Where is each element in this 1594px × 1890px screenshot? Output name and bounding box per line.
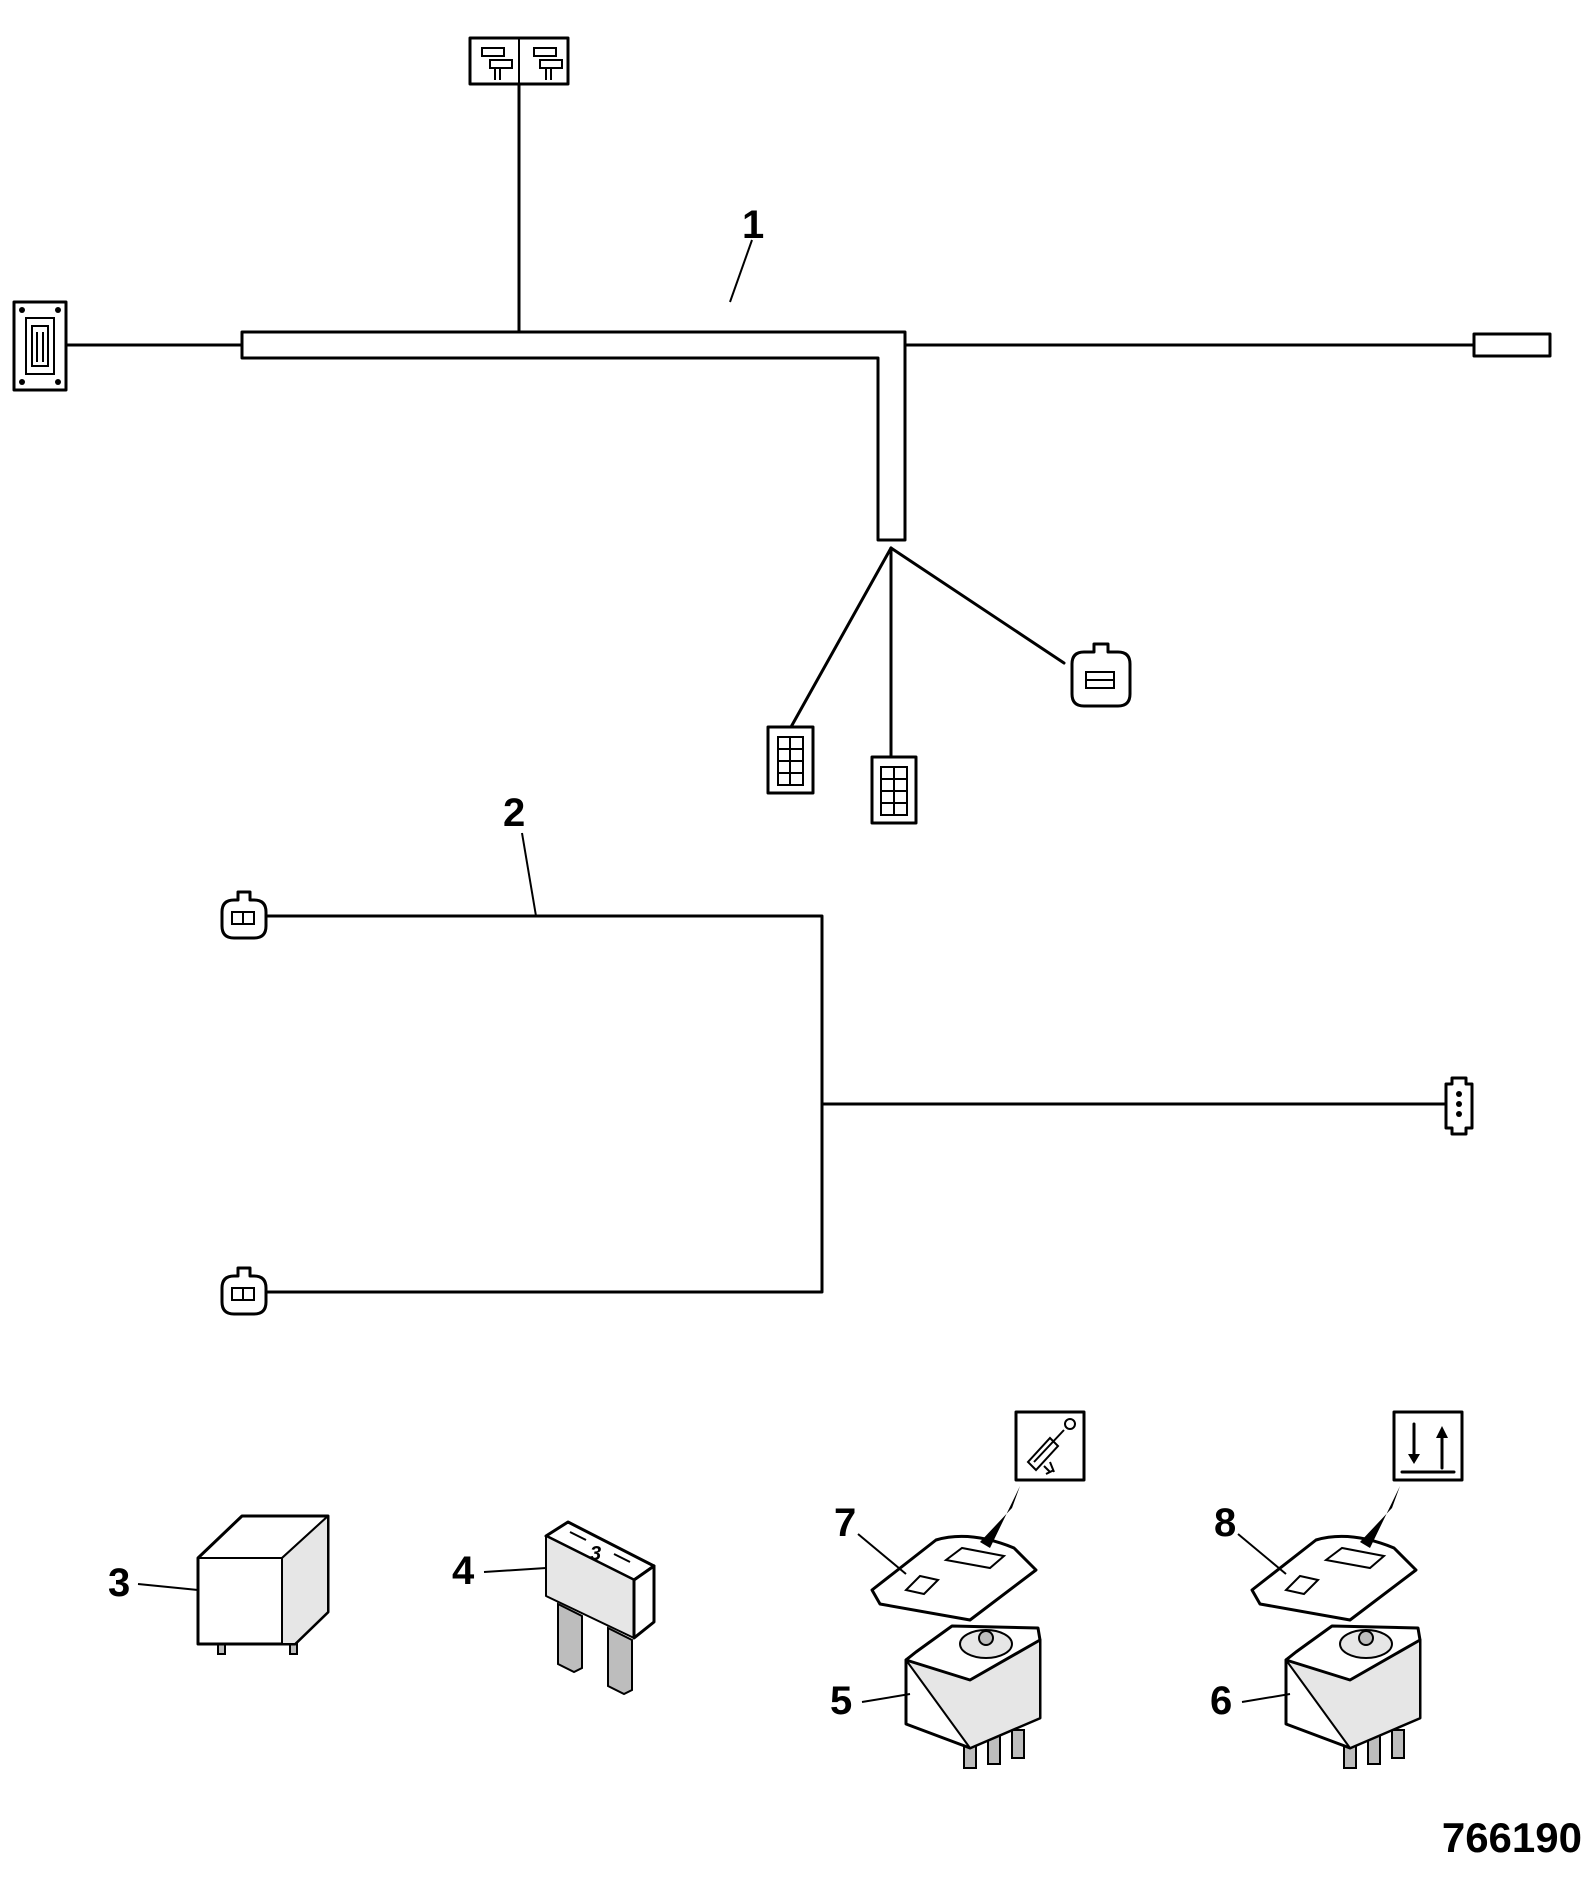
- callout-7-leader: [857, 1533, 907, 1575]
- harness-1-right-terminal: [1472, 332, 1552, 358]
- callout-1-leader: [729, 239, 753, 303]
- relay: 3: [108, 1514, 330, 1655]
- fuse: 3 4: [452, 1520, 656, 1696]
- rocker-switch-b: 8 6: [1210, 1410, 1464, 1769]
- harness-1-grid-connector-b: [870, 755, 918, 825]
- callout-4: 4: [452, 1549, 475, 1593]
- callout-7-arrow: [980, 1486, 1020, 1548]
- callout-2: 2: [503, 791, 525, 835]
- harness-2-bottom-connector: [220, 1266, 268, 1316]
- harness-1-round-connector: [1070, 642, 1132, 708]
- callout-8-leader: [1237, 1533, 1287, 1575]
- fuse-rating: 3: [590, 1543, 601, 1565]
- harness-1-top-connector: [468, 36, 570, 86]
- harness-1-fan-wire-right: [889, 546, 1066, 665]
- callout-6-leader: [1241, 1693, 1291, 1703]
- harness-2-main-wire: [260, 914, 824, 1294]
- harness-2: 2: [220, 791, 1474, 1316]
- drawing-number: 766190: [1442, 1814, 1582, 1861]
- callout-8: 8: [1214, 1501, 1236, 1545]
- harness-2-right-connector: [1444, 1076, 1474, 1136]
- down-up-arrows-icon: [1392, 1410, 1464, 1482]
- callout-8-arrow: [1360, 1486, 1400, 1548]
- callout-5-leader: [861, 1693, 911, 1703]
- beacon-lamp-icon: [1014, 1410, 1086, 1482]
- callout-5: 5: [830, 1679, 852, 1723]
- harness-1: 1: [12, 36, 1552, 825]
- harness-2-top-connector: [220, 890, 268, 940]
- callout-1: 1: [742, 203, 764, 247]
- callout-6: 6: [1210, 1679, 1232, 1723]
- harness-1-left-connector: [12, 300, 68, 392]
- callout-3: 3: [108, 1561, 130, 1605]
- callout-4-leader: [483, 1567, 547, 1573]
- rocker-switch-a: 7 5: [830, 1410, 1086, 1769]
- callout-3-leader: [137, 1583, 199, 1591]
- harness-1-grid-connector-a: [766, 725, 815, 795]
- harness-1-fan-wire-left: [789, 546, 893, 729]
- harness-1-trunk: [240, 330, 907, 542]
- callout-2-leader: [521, 832, 537, 917]
- callout-7: 7: [834, 1501, 856, 1545]
